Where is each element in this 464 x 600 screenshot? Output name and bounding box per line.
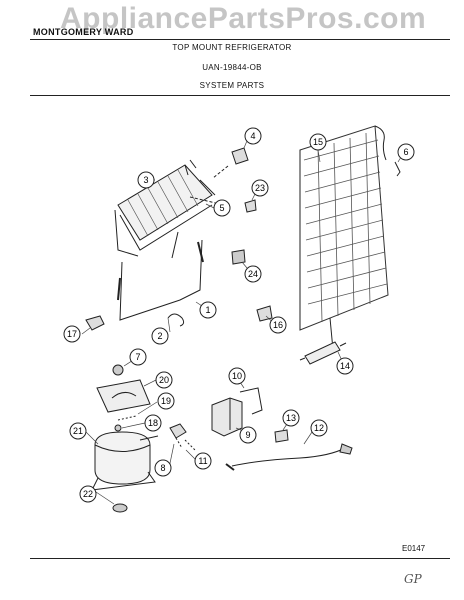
mounting-plate: [96, 379, 151, 413]
callout-number: 9: [245, 430, 250, 440]
compressor: [91, 431, 159, 491]
callout-number: 11: [198, 456, 207, 466]
callout-2: 2: [151, 327, 169, 345]
base-grommet: [112, 503, 128, 513]
callout-11: 11: [194, 452, 212, 470]
callout-number: 20: [159, 375, 169, 385]
callout-number: 10: [232, 371, 242, 381]
model-label: MONTGOMERY WARD: [33, 27, 134, 37]
callout-12: 12: [310, 419, 328, 437]
model-number: UAN-19844-OB: [202, 63, 262, 72]
start-relay: [211, 397, 243, 437]
callout-number: 12: [314, 423, 324, 433]
callout-labels: 1 2 3 4 5 6 7 8 9 10 11 12 13 14 15 16 1…: [63, 127, 415, 503]
callout-21: 21: [69, 422, 87, 440]
footer-rule: [30, 558, 450, 559]
tube-assembly: [119, 239, 203, 321]
connector-part: [394, 161, 401, 177]
callout-19: 19: [157, 392, 175, 410]
diagram-code: E0147: [402, 544, 426, 553]
callout-number: 6: [403, 147, 408, 157]
callout-number: 17: [67, 329, 77, 339]
callout-9: 9: [239, 426, 257, 444]
clip-part-23: [244, 199, 257, 213]
grommet-part: [231, 249, 246, 265]
callout-24: 24: [244, 265, 262, 283]
callout-number: 18: [148, 418, 158, 428]
callout-13: 13: [282, 409, 300, 427]
condenser-coil: [299, 125, 389, 351]
filter-drier: [304, 341, 341, 365]
callout-number: 23: [255, 183, 265, 193]
grommet-part-18: [114, 424, 122, 432]
callout-number: 2: [157, 331, 162, 341]
handwritten-mark: GP: [404, 572, 422, 586]
callout-8: 8: [154, 459, 172, 477]
condenser-unit: [114, 159, 216, 257]
callout-17: 17: [63, 325, 81, 343]
callout-number: 14: [340, 361, 350, 371]
callout-number: 21: [73, 426, 83, 436]
callout-number: 13: [286, 413, 296, 423]
callout-number: 16: [273, 320, 283, 330]
watermark: AppliancePartsPros.com: [60, 2, 427, 35]
terminal-cover: [274, 429, 289, 443]
clip-part: [167, 313, 185, 327]
callout-3: 3: [137, 171, 155, 189]
diagram-title: TOP MOUNT REFRIGERATOR: [172, 43, 292, 52]
callout-15: 15: [309, 133, 327, 151]
callout-22: 22: [79, 485, 97, 503]
callout-number: 7: [135, 352, 140, 362]
callout-number: 15: [313, 137, 323, 147]
callout-7: 7: [129, 348, 147, 366]
callout-number: 8: [160, 463, 165, 473]
callout-23: 23: [251, 179, 269, 197]
callout-5: 5: [213, 199, 231, 217]
power-cord: [231, 447, 346, 467]
callout-4: 4: [244, 127, 262, 145]
callout-number: 1: [205, 305, 210, 315]
callout-10: 10: [228, 367, 246, 385]
overload-part: [169, 423, 187, 439]
callout-6: 6: [397, 143, 415, 161]
callout-18: 18: [144, 414, 162, 432]
callout-14: 14: [336, 357, 354, 375]
callout-number: 22: [83, 489, 93, 499]
callout-20: 20: [155, 371, 173, 389]
header-rule-top: [30, 39, 450, 40]
callout-number: 3: [143, 175, 148, 185]
callout-16: 16: [269, 316, 287, 334]
grommet-part-17: [85, 315, 105, 331]
callout-1: 1: [199, 301, 217, 319]
section-title: SYSTEM PARTS: [199, 81, 265, 90]
nut-part: [112, 364, 124, 376]
header-rule-bottom: [30, 95, 450, 96]
callout-number: 24: [248, 269, 258, 279]
callout-number: 5: [219, 203, 224, 213]
callout-number: 19: [161, 396, 171, 406]
bracket-part: [231, 147, 249, 165]
relay-clip: [239, 387, 263, 415]
callout-number: 4: [250, 131, 255, 141]
clamp-part: [256, 305, 273, 322]
